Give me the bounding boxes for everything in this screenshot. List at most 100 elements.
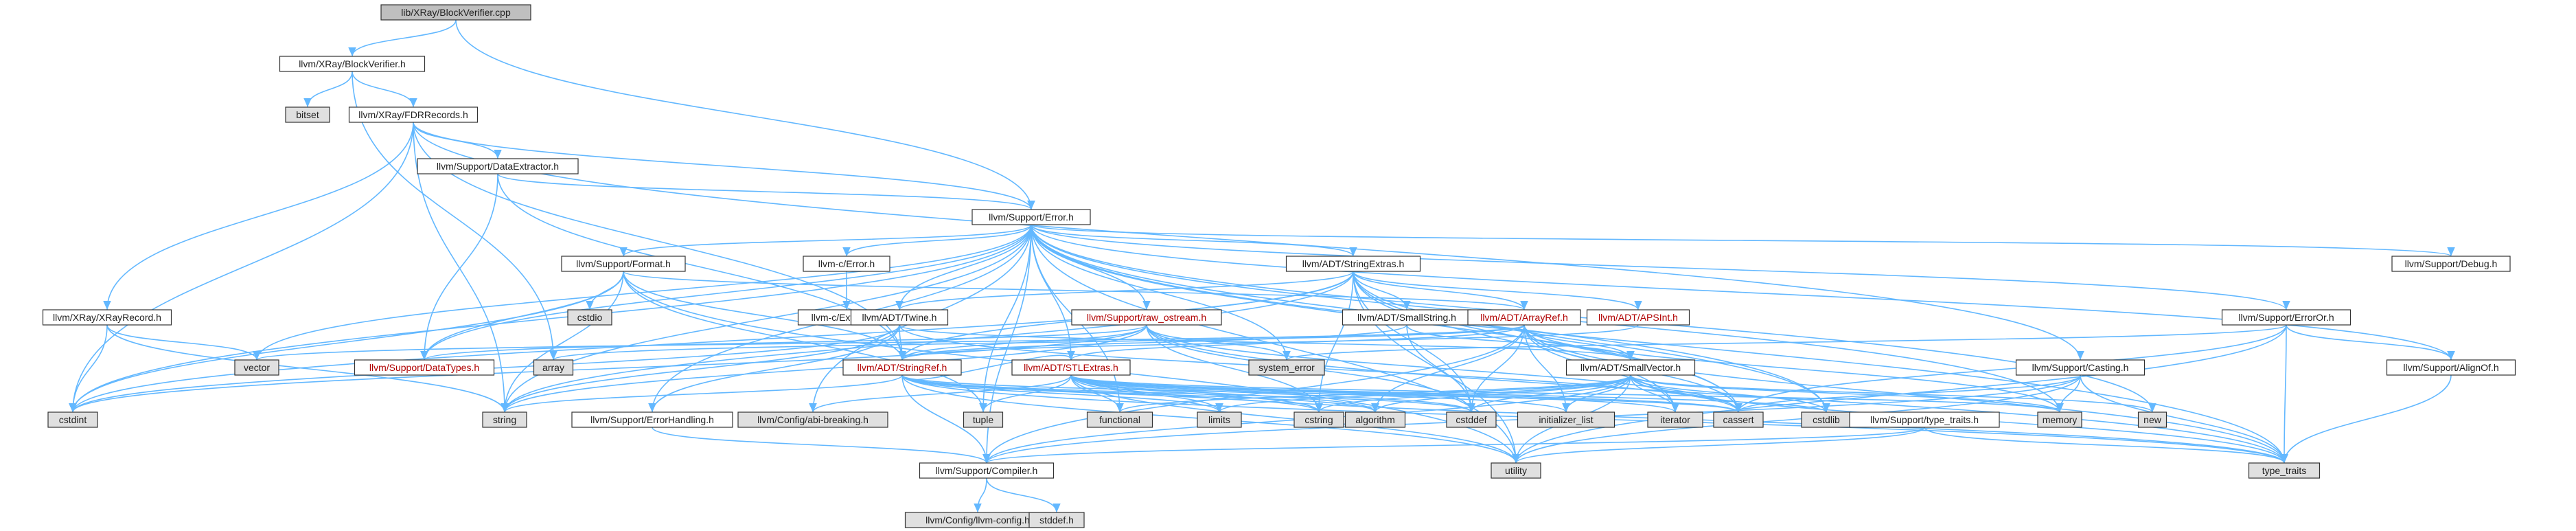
node-cerror[interactable]: llvm-c/Error.h [803, 256, 890, 272]
node-cstdio-box [567, 309, 612, 326]
edge-strext-to-twine [895, 271, 1354, 310]
node-stlextras-box [1011, 359, 1131, 376]
node-bv_h-box [279, 56, 426, 72]
edge-erroror-to-alignof [2286, 324, 2455, 361]
node-smallstr[interactable]: llvm/ADT/SmallString.h [1342, 309, 1472, 326]
node-vector: vector [234, 359, 279, 376]
node-errhand-label: llvm/Support/ErrorHandling.h [590, 414, 714, 425]
node-xrayrec-label: llvm/XRay/XRayRecord.h [53, 312, 161, 323]
edge-apsint-to-stringref [898, 324, 1639, 361]
node-rawos[interactable]: llvm/Support/raw_ostream.h [1071, 309, 1222, 326]
node-casting[interactable]: llvm/Support/Casting.h [2015, 359, 2146, 376]
edge-layer [69, 19, 2455, 513]
node-smallvec-label: llvm/ADT/SmallVector.h [1580, 362, 1681, 373]
node-stlextras-label: llvm/ADT/STLExtras.h [1024, 362, 1118, 373]
node-twine[interactable]: llvm/ADT/Twine.h [850, 309, 949, 326]
node-cassert: cassert [1713, 411, 1764, 428]
node-cstring-box [1293, 411, 1344, 428]
node-utility: utility [1491, 462, 1541, 479]
edge-smallvec-to-limits [1215, 374, 1631, 413]
node-array-box [533, 359, 574, 376]
node-limits-label: limits [1208, 414, 1230, 425]
node-typetraits_h[interactable]: llvm/Support/type_traits.h [1849, 411, 2000, 428]
node-bv_h[interactable]: llvm/XRay/BlockVerifier.h [279, 56, 426, 72]
node-xrayrec-box [42, 309, 172, 326]
edge-format-to-cstdint [69, 271, 624, 413]
edge-xrayrec-to-string [106, 324, 509, 413]
edge-typetraits_h-to-compiler [982, 427, 1925, 464]
node-casting-label: llvm/Support/Casting.h [2032, 362, 2129, 373]
node-strext-box [1285, 256, 1421, 272]
node-utility-label: utility [1505, 465, 1527, 476]
node-stringref-label: llvm/ADT/StringRef.h [858, 362, 947, 373]
edge-error-to-vector [253, 224, 1032, 361]
node-debug[interactable]: llvm/Support/Debug.h [2391, 256, 2511, 272]
edge-error-to-debug [1031, 224, 2454, 257]
node-xrayrec[interactable]: llvm/XRay/XRayRecord.h [42, 309, 172, 326]
node-cstdint: cstdint [47, 411, 98, 428]
node-iterator-box [1647, 411, 1703, 428]
node-arrayref-label: llvm/ADT/ArrayRef.h [1480, 312, 1568, 323]
node-typetraits_h-label: llvm/Support/type_traits.h [1870, 414, 1979, 425]
edge-compiler-to-llvmconfig [974, 477, 987, 513]
edge-format-to-stringref [623, 271, 906, 361]
node-de[interactable]: llvm/Support/DataExtractor.h [417, 158, 579, 174]
node-syserr-box [1248, 359, 1325, 376]
edge-arrayref-to-compiler [982, 324, 1525, 464]
edge-xrayrec-to-vector [106, 324, 261, 361]
node-iterator-label: iterator [1660, 414, 1690, 425]
node-stringref-box [842, 359, 962, 376]
edge-typetraits_h-to-type_traits [1924, 427, 2288, 464]
node-functional-box [1086, 411, 1153, 428]
edge-erroror-to-syserr [1283, 324, 2287, 361]
node-debug-label: llvm/Support/Debug.h [2405, 258, 2498, 269]
node-compiler[interactable]: llvm/Support/Compiler.h [919, 462, 1055, 479]
node-error-label: llvm/Support/Error.h [989, 212, 1074, 223]
node-array: array [533, 359, 574, 376]
node-errhand[interactable]: llvm/Support/ErrorHandling.h [571, 411, 733, 428]
edge-error-to-strext [1031, 224, 1357, 257]
edge-stlextras-to-memory [1070, 374, 2064, 413]
edge-stlextras-to-abibreak [809, 374, 1072, 413]
node-cstdint-label: cstdint [59, 414, 87, 425]
node-twine-label: llvm/ADT/Twine.h [862, 312, 937, 323]
node-erroror[interactable]: llvm/Support/ErrorOr.h [2221, 309, 2351, 326]
node-error[interactable]: llvm/Support/Error.h [971, 209, 1091, 225]
node-functional-label: functional [1099, 414, 1140, 425]
node-stddef-label: stddef.h [1039, 515, 1074, 526]
node-initlist-label: initializer_list [1539, 414, 1593, 425]
node-twine-box [850, 309, 949, 326]
node-arrayref[interactable]: llvm/ADT/ArrayRef.h [1467, 309, 1581, 326]
edge-typetraits_h-to-utility [1512, 427, 1925, 464]
node-fdr[interactable]: llvm/XRay/FDRRecords.h [348, 106, 479, 123]
node-stlextras[interactable]: llvm/ADT/STLExtras.h [1011, 359, 1131, 376]
node-strext[interactable]: llvm/ADT/StringExtras.h [1285, 256, 1421, 272]
node-smallvec[interactable]: llvm/ADT/SmallVector.h [1565, 359, 1696, 376]
node-stddef: stddef.h [1028, 512, 1085, 528]
node-algorithm-label: algorithm [1355, 414, 1395, 425]
edge-arrayref-to-cstddef [1467, 324, 1525, 413]
node-datatypes[interactable]: llvm/Support/DataTypes.h [354, 359, 495, 376]
node-memory-label: memory [2043, 414, 2078, 425]
node-debug-box [2391, 256, 2511, 272]
node-tuple-box [963, 411, 1004, 428]
edge-stringref-to-string [501, 374, 903, 413]
node-format[interactable]: llvm/Support/Format.h [561, 256, 686, 272]
node-de-box [417, 158, 579, 174]
edge-rawos-to-syserr [1146, 324, 1291, 361]
edge-compiler-to-stddef [986, 477, 1061, 513]
edge-erroror-to-type_traits [2280, 324, 2288, 464]
node-memory: memory [2037, 411, 2082, 428]
edge-fdr-to-string [413, 122, 509, 413]
node-compiler-label: llvm/Support/Compiler.h [936, 465, 1038, 476]
node-algorithm: algorithm [1344, 411, 1406, 428]
node-stringref[interactable]: llvm/ADT/StringRef.h [842, 359, 962, 376]
node-datatypes-box [354, 359, 495, 376]
node-alignof[interactable]: llvm/Support/AlignOf.h [2386, 359, 2516, 376]
edge-strext-to-smallstr [1353, 271, 1411, 310]
node-abibreak: llvm/Config/abi-breaking.h [737, 411, 888, 428]
node-abibreak-box [737, 411, 888, 428]
node-apsint[interactable]: llvm/ADT/APSInt.h [1586, 309, 1690, 326]
node-cassert-box [1713, 411, 1764, 428]
node-strext-label: llvm/ADT/StringExtras.h [1302, 258, 1405, 269]
